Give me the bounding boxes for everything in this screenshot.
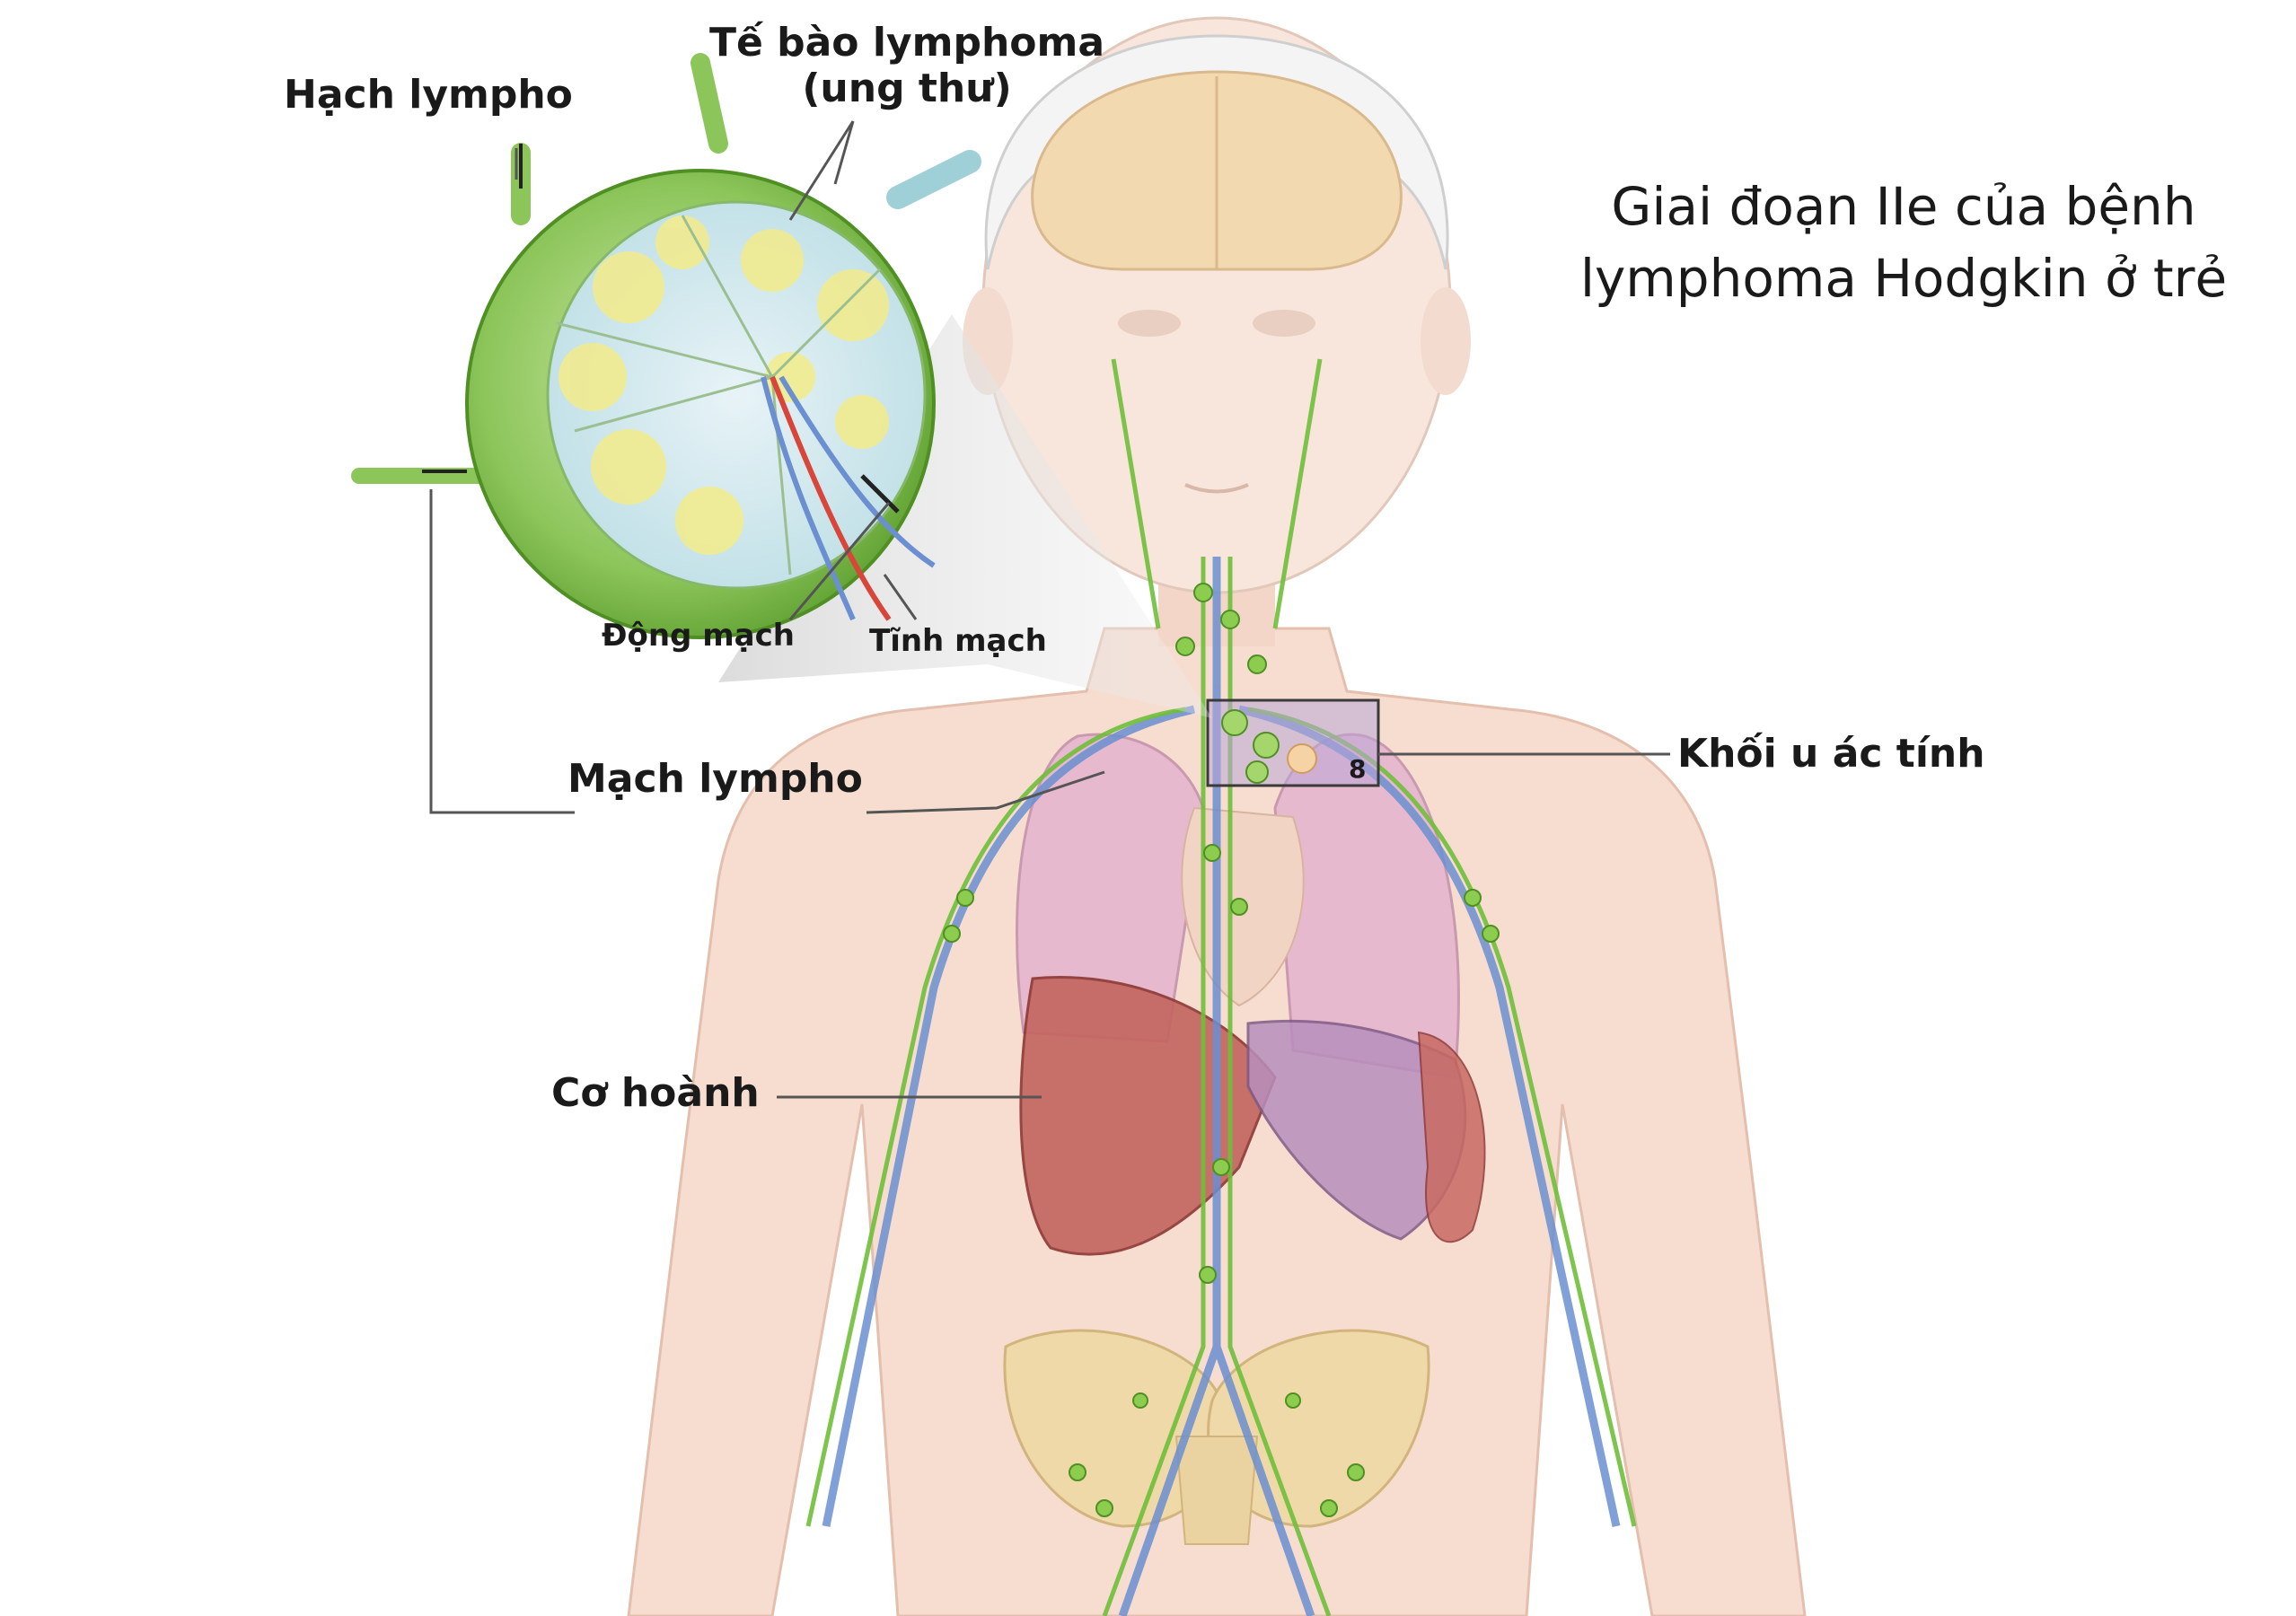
lungs [1016, 733, 1460, 1079]
tumor-box-marker: 8 [1349, 754, 1367, 784]
leader-lines [429, 120, 1670, 1099]
label-lymph-node: Hạch lympho [284, 72, 573, 118]
label-malignant-tumor: Khối u ác tính [1677, 731, 1985, 777]
tumor-region [1206, 698, 1380, 787]
title-line-1: Giai đoạn IIe của bệnh [1611, 176, 2196, 237]
label-diaphragm: Cơ hoành [551, 1070, 760, 1116]
zoom-cone [718, 314, 1212, 718]
label-lymph-vessel: Mạch lympho [567, 756, 863, 802]
spleen [1417, 1031, 1486, 1243]
label-lymphoma-cells-line1: Tế bào lymphoma [708, 20, 1105, 66]
lymph-nodes [943, 583, 1500, 1517]
label-lymphoma-cells: Tế bào lymphoma (ung thư) [700, 20, 1113, 111]
diagram-title: Giai đoạn IIe của bệnh lymphoma Hodgkin … [1526, 171, 2281, 314]
label-artery: Động mạch [602, 618, 795, 654]
label-vein: Tĩnh mạch [869, 623, 1047, 659]
lymph-node-inset [351, 53, 981, 639]
title-line-2: lymphoma Hodgkin ở trẻ [1579, 248, 2228, 309]
label-lymphoma-cells-line2: (ung thư) [802, 66, 1012, 111]
sacrum [1174, 1436, 1259, 1545]
liver [1019, 976, 1277, 1256]
